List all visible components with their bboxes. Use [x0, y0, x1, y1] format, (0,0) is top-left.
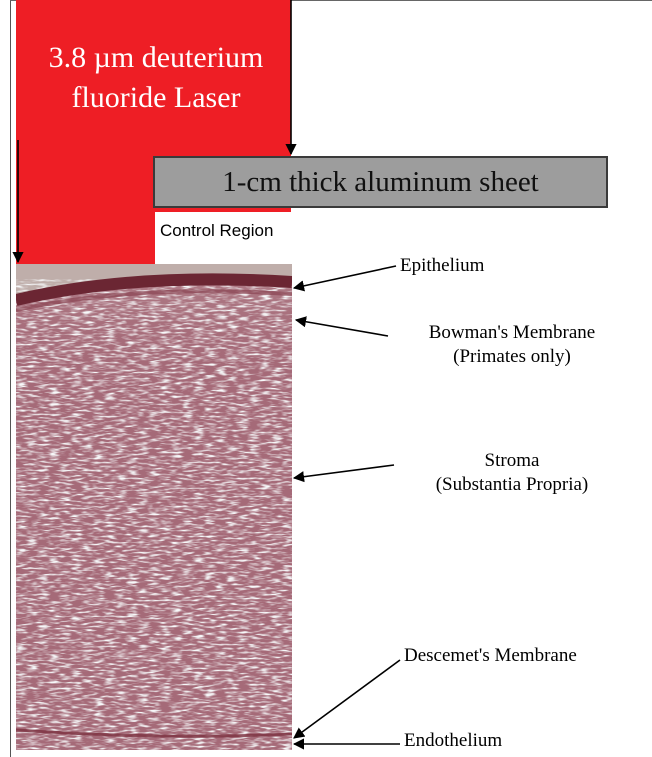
laser-label-line-2: fluoride Laser [16, 78, 296, 118]
aluminum-sheet: 1-cm thick aluminum sheet [153, 156, 608, 208]
stroma-label-line-1: Stroma [378, 449, 646, 473]
frame-left-border [10, 0, 11, 757]
bowmans-membrane-label-line-1: Bowman's Membrane [378, 321, 646, 345]
laser-label: 3.8 µm deuterium fluoride Laser [16, 38, 296, 118]
cornea-histology-image [16, 264, 292, 750]
bowmans-membrane-label: Bowman's Membrane (Primates only) [378, 321, 646, 369]
stroma-label: Stroma (Substantia Propria) [378, 449, 646, 497]
bowmans-membrane-label-line-2: (Primates only) [378, 345, 646, 369]
aluminum-sheet-label: 1-cm thick aluminum sheet [222, 166, 539, 199]
descemets-membrane-label: Descemet's Membrane [404, 644, 577, 668]
endothelium-label: Endothelium [404, 729, 502, 753]
stroma-label-line-2: (Substantia Propria) [378, 473, 646, 497]
laser-label-line-1: 3.8 µm deuterium [16, 38, 296, 78]
control-region-label: Control Region [160, 221, 273, 241]
descemets-membrane-arrow [294, 660, 400, 738]
bowmans-membrane-arrow [296, 320, 388, 336]
epithelium-label: Epithelium [400, 254, 484, 278]
epithelium-arrow [294, 266, 396, 288]
